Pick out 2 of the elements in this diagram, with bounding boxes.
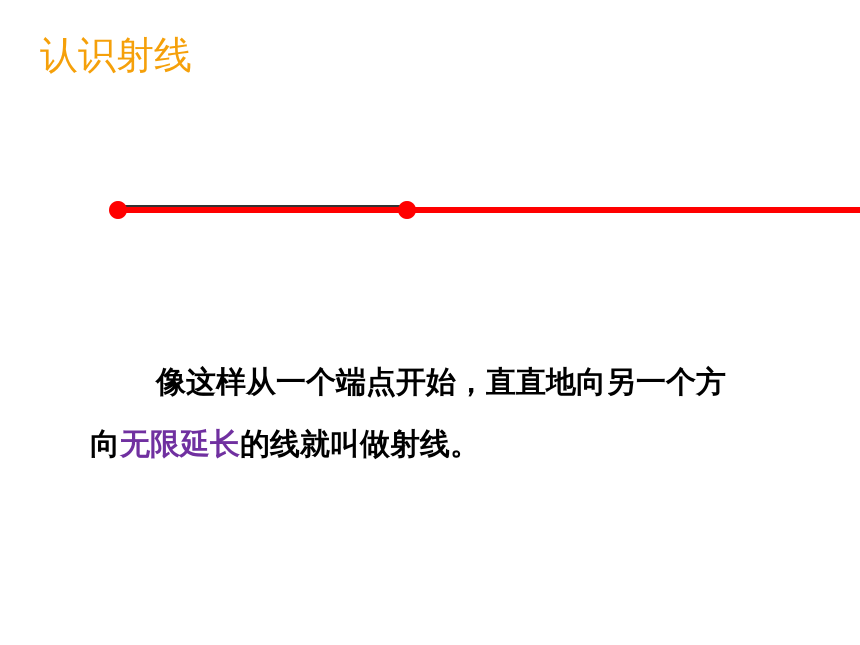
definition-text: 像这样从一个端点开始，直直地向另一个方向无限延长的线就叫做射线。: [90, 364, 727, 464]
title: 认识射线: [40, 32, 192, 79]
